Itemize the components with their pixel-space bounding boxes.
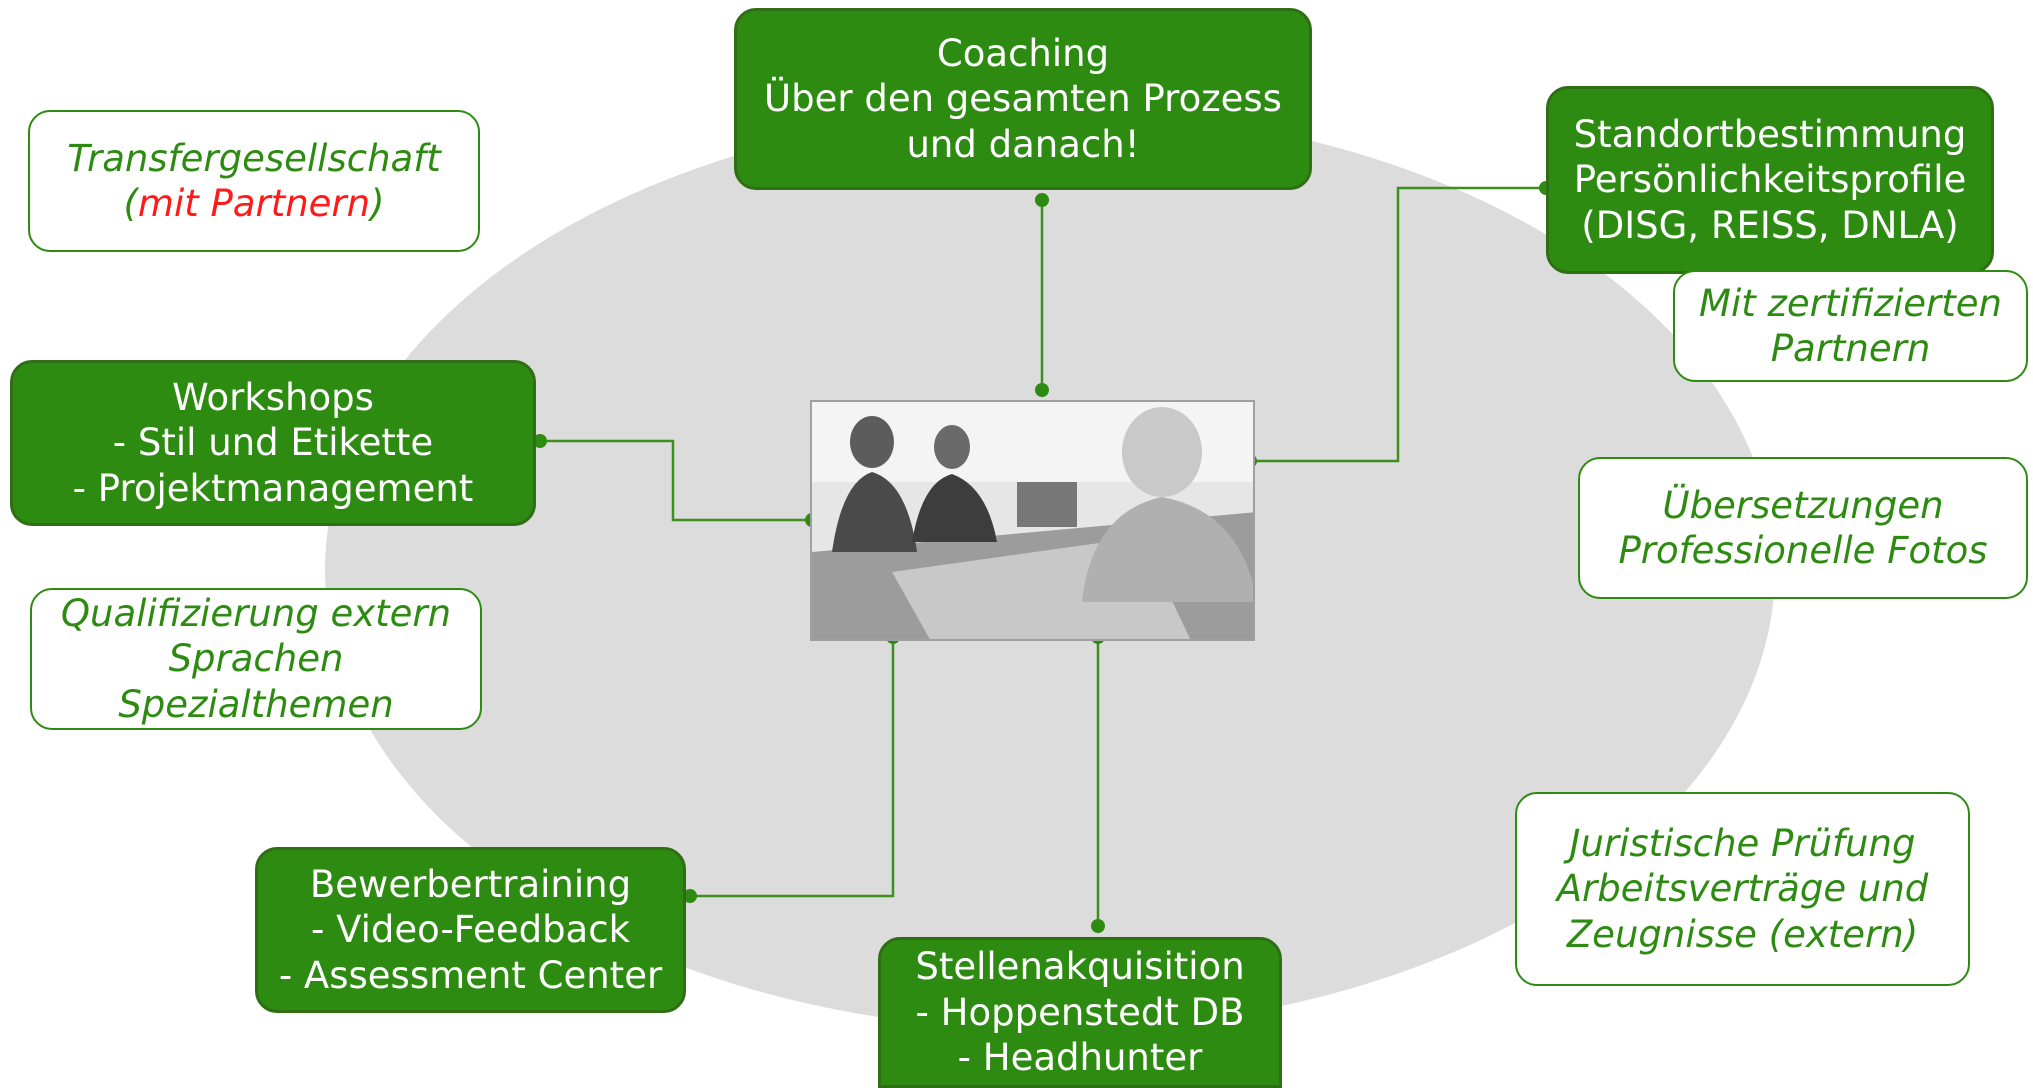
zertifiziert-line: Mit zertifizierten — [1699, 281, 2002, 325]
workshops-box: Workshops - Stil und Etikette - Projektm… — [10, 360, 536, 526]
workshops-line: - Projektmanagement — [72, 466, 474, 510]
workshops-title: Workshops — [172, 375, 374, 419]
stellenakquisition-line: - Hoppenstedt DB — [915, 990, 1245, 1034]
connector-dot — [1035, 383, 1049, 397]
paren-close: ) — [370, 182, 385, 225]
stellenakquisition-box: Stellenakquisition - Hoppenstedt DB - He… — [878, 937, 1282, 1088]
transfergesellschaft-partner-line: (mit Partnern) — [123, 181, 384, 227]
coaching-line: Über den gesamten Prozess — [764, 77, 1282, 121]
bewerbertraining-box: Bewerbertraining - Video-Feedback - Asse… — [255, 847, 686, 1013]
coaching-title: Coaching — [936, 31, 1110, 75]
standort-line: Persönlichkeitsprofile — [1573, 158, 1967, 202]
coaching-box: Coaching Über den gesamten Prozess und d… — [734, 8, 1312, 190]
qualifizierung-title: Qualifizierung extern — [60, 591, 452, 635]
connector-dot — [1091, 919, 1105, 933]
standort-line: (DISG, REISS, DNLA) — [1581, 203, 1959, 247]
uebersetzungen-box: Übersetzungen Professionelle Fotos — [1578, 457, 2028, 599]
uebersetzungen-line: Übersetzungen — [1662, 483, 1944, 527]
stellenakquisition-title: Stellenakquisition — [915, 945, 1245, 989]
juristisch-box: Juristische Prüfung Arbeitsverträge und … — [1515, 792, 1970, 986]
business-meeting-photo — [810, 400, 1255, 641]
partner-text: mit Partnern — [137, 182, 371, 225]
qualifizierung-line: Sprachen — [168, 637, 344, 681]
juristisch-line: Arbeitsverträge und — [1556, 867, 1929, 911]
zertifiziert-line: Partnern — [1770, 327, 1931, 370]
bewerbertraining-line: - Video-Feedback — [310, 908, 631, 952]
juristisch-line: Zeugnisse (extern) — [1566, 912, 1919, 956]
bewerbertraining-line: - Assessment Center — [278, 953, 663, 997]
connector-dot — [1035, 193, 1049, 207]
transfergesellschaft-box: Transfergesellschaft (mit Partnern) — [28, 110, 480, 252]
transfergesellschaft-title: Transfergesellschaft — [67, 136, 441, 180]
coaching-line: und danach! — [906, 122, 1140, 166]
workshops-line: - Stil und Etikette — [112, 421, 434, 465]
juristisch-title: Juristische Prüfung — [1569, 821, 1916, 865]
paren-open: ( — [123, 182, 138, 225]
qualifizierung-box: Qualifizierung extern Sprachen Spezialth… — [30, 588, 482, 730]
zertifiziert-box: Mit zertifizierten Partnern — [1673, 270, 2028, 382]
connector-dot — [533, 434, 547, 448]
connector-standort — [1250, 186, 1546, 463]
bewerbertraining-title: Bewerbertraining — [309, 862, 632, 906]
qualifizierung-line: Spezialthemen — [118, 682, 394, 726]
standort-title: Standortbestimmung — [1573, 112, 1967, 156]
standort-box: Standortbestimmung Persönlichkeitsprofil… — [1546, 86, 1994, 274]
stellenakquisition-line: - Headhunter — [957, 1036, 1203, 1080]
connector-workshops — [540, 439, 812, 522]
uebersetzungen-line: Professionelle Fotos — [1618, 529, 1988, 572]
connector-bewerber — [690, 637, 895, 898]
connector-dot — [683, 889, 697, 903]
